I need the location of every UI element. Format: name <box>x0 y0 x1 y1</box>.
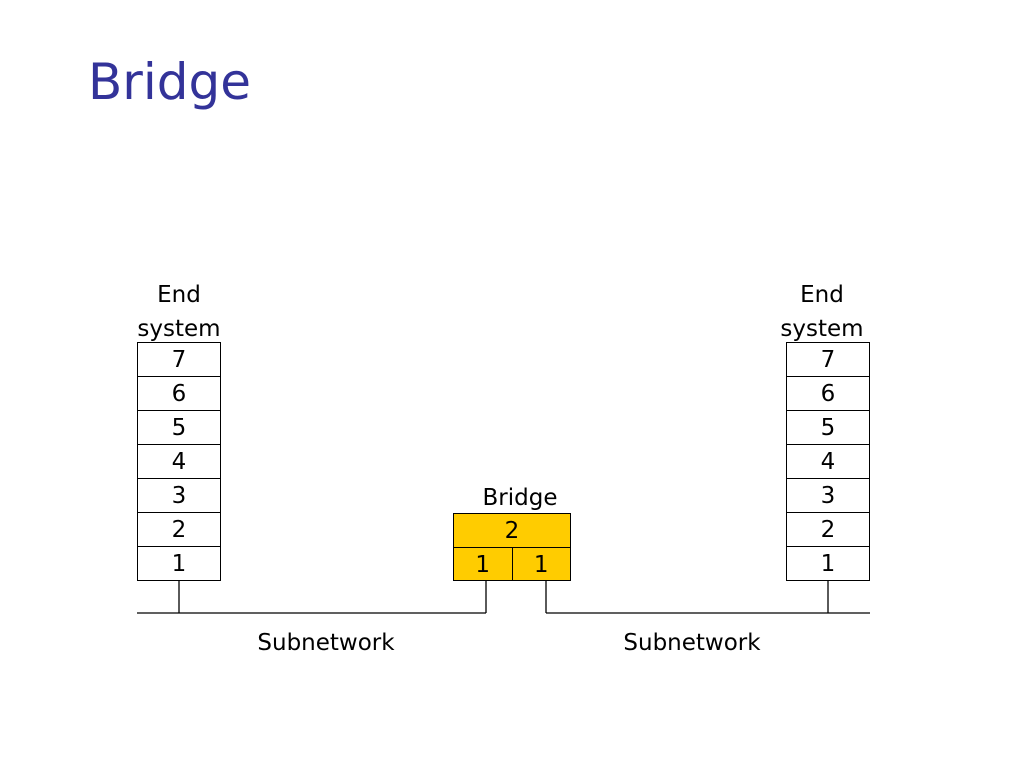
left-end-system-label-line1: End <box>157 282 201 308</box>
right-end-system-label-line1: End <box>800 282 844 308</box>
right-layer-6: 6 <box>787 377 869 411</box>
right-layer-3: 3 <box>787 479 869 513</box>
left-layer-3: 3 <box>138 479 220 513</box>
left-layer-7: 7 <box>138 343 220 377</box>
right-layer-2: 2 <box>787 513 869 547</box>
bridge-box: 2 1 1 <box>453 513 571 581</box>
left-subnetwork-label: Subnetwork <box>257 630 395 656</box>
right-subnetwork-label: Subnetwork <box>623 630 761 656</box>
left-layer-5: 5 <box>138 411 220 445</box>
left-end-system-label: End system <box>130 278 228 346</box>
left-end-system-label-line2: system <box>137 316 221 342</box>
left-layer-1: 1 <box>138 547 220 581</box>
right-end-system-label: End system <box>773 278 871 346</box>
right-layer-4: 4 <box>787 445 869 479</box>
left-end-system-stack: 7 6 5 4 3 2 1 <box>137 342 221 581</box>
slide-title: Bridge <box>88 53 251 111</box>
bridge-layer-2: 2 <box>454 514 570 548</box>
right-layer-7: 7 <box>787 343 869 377</box>
left-layer-6: 6 <box>138 377 220 411</box>
left-layer-4: 4 <box>138 445 220 479</box>
bridge-layer-1-row: 1 1 <box>454 548 570 580</box>
right-end-system-stack: 7 6 5 4 3 2 1 <box>786 342 870 581</box>
right-end-system-label-line2: system <box>780 316 864 342</box>
bridge-layer-1-right-port: 1 <box>533 552 549 578</box>
left-layer-2: 2 <box>138 513 220 547</box>
bridge-label: Bridge <box>482 485 558 511</box>
right-layer-1: 1 <box>787 547 869 581</box>
right-layer-5: 5 <box>787 411 869 445</box>
bridge-layer-1-left-port: 1 <box>454 548 513 580</box>
